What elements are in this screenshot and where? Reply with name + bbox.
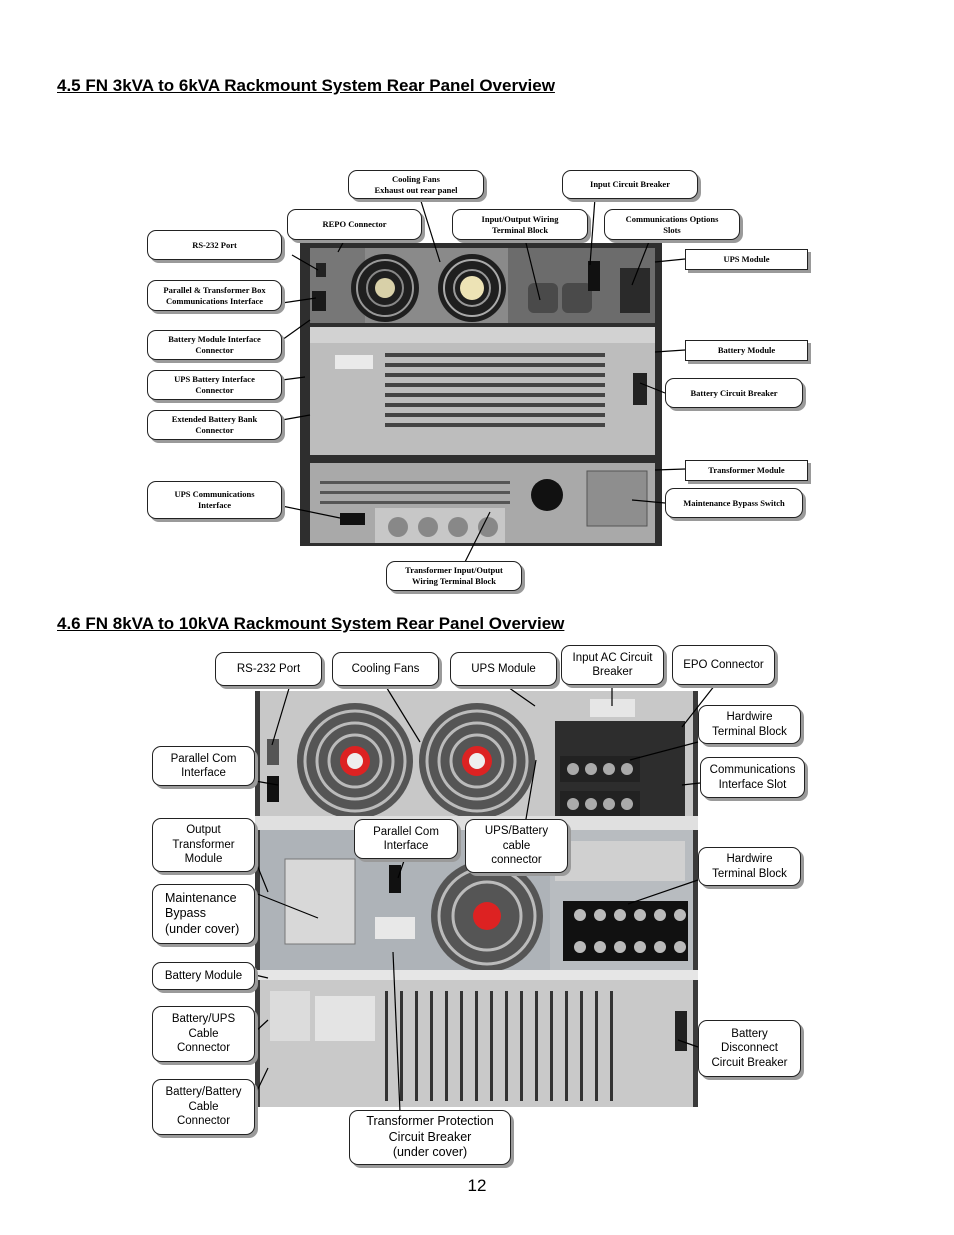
- callout-hardwire-terminal-block-2: Hardwire Terminal Block: [698, 847, 801, 886]
- callout-input-output-wiring-terminal-block: Input/Output Wiring Terminal Block: [452, 209, 588, 240]
- callout-input-ac-circuit-breaker: Input AC Circuit Breaker: [561, 645, 664, 685]
- callout-parallel-com-interface-1: Parallel Com Interface: [152, 746, 255, 786]
- callout-cooling-fans: Cooling Fans Exhaust out rear panel: [348, 170, 484, 199]
- callout-maintenance-bypass-switch: Maintenance Bypass Switch: [665, 488, 803, 518]
- callout-communications-options-slots: Communications Options Slots: [604, 209, 740, 240]
- callout-parallel-transformer-box-comms: Parallel & Transformer Box Communication…: [147, 280, 282, 311]
- callout-transformer-io-wiring-terminal-block: Transformer Input/Output Wiring Terminal…: [386, 561, 522, 591]
- callout-rs232-port-2: RS-232 Port: [215, 652, 322, 686]
- callout-battery-circuit-breaker: Battery Circuit Breaker: [665, 378, 803, 408]
- callout-input-circuit-breaker: Input Circuit Breaker: [562, 170, 698, 199]
- callout-ups-communications-interface: UPS Communications Interface: [147, 481, 282, 519]
- callout-communications-interface-slot: Communications Interface Slot: [700, 757, 805, 798]
- callout-ups-module-2: UPS Module: [450, 652, 557, 686]
- callout-battery-ups-cable-connector: Battery/UPS Cable Connector: [152, 1006, 255, 1062]
- callout-battery-module-interface-connector: Battery Module Interface Connector: [147, 330, 282, 360]
- callout-transformer-module: Transformer Module: [685, 460, 808, 481]
- section-heading-4-6: 4.6 FN 8kVA to 10kVA Rackmount System Re…: [57, 614, 565, 633]
- ups-8-10kva-rear-panel-photo: [255, 691, 698, 1107]
- callout-ups-module: UPS Module: [685, 249, 808, 270]
- callout-battery-disconnect-circuit-breaker: Battery Disconnect Circuit Breaker: [698, 1020, 801, 1077]
- callout-extended-battery-bank-connector: Extended Battery Bank Connector: [147, 410, 282, 440]
- callout-ups-battery-cable-connector: UPS/Battery cable connector: [465, 819, 568, 873]
- callout-transformer-protection-circuit-breaker: Transformer Protection Circuit Breaker (…: [349, 1110, 511, 1165]
- callout-epo-connector: EPO Connector: [672, 645, 775, 685]
- callout-maintenance-bypass: Maintenance Bypass (under cover): [152, 884, 255, 944]
- callout-battery-module: Battery Module: [685, 340, 808, 361]
- callout-battery-battery-cable-connector: Battery/Battery Cable Connector: [152, 1079, 255, 1135]
- section-heading-4-5: 4.5 FN 3kVA to 6kVA Rackmount System Rea…: [57, 76, 555, 95]
- page-number: 12: [467, 1176, 487, 1195]
- callout-parallel-com-interface-2: Parallel Com Interface: [354, 819, 458, 859]
- callout-rs232-port: RS-232 Port: [147, 230, 282, 260]
- ups-3-6kva-rear-panel-photo: [300, 243, 662, 546]
- callout-repo-connector: REPO Connector: [287, 209, 422, 240]
- callout-hardwire-terminal-block-1: Hardwire Terminal Block: [698, 705, 801, 744]
- callout-battery-module-2: Battery Module: [152, 962, 255, 990]
- callout-cooling-fans-2: Cooling Fans: [332, 652, 439, 686]
- callout-output-transformer-module: Output Transformer Module: [152, 818, 255, 872]
- callout-ups-battery-interface-connector: UPS Battery Interface Connector: [147, 370, 282, 400]
